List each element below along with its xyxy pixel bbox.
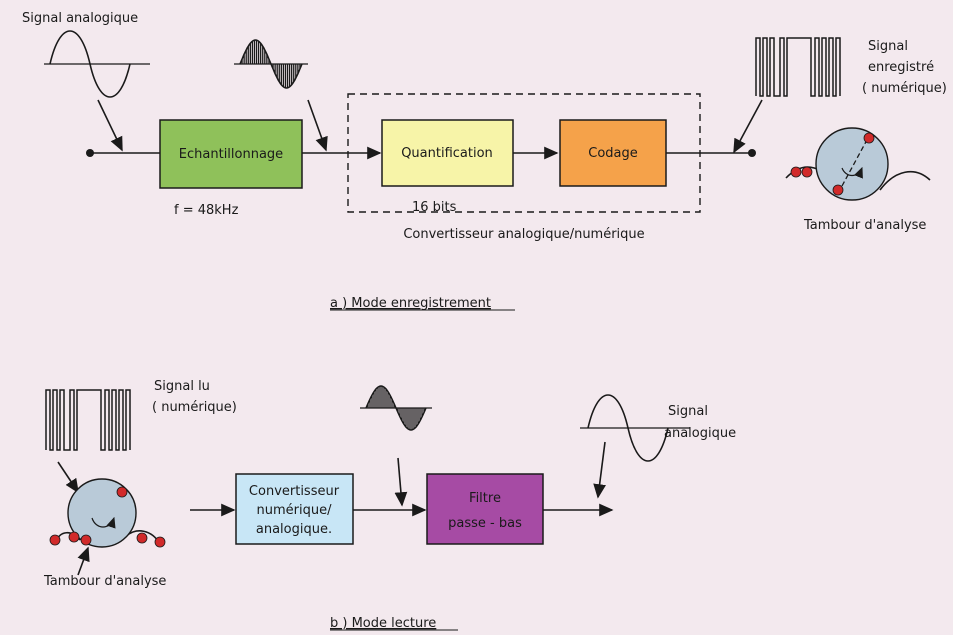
caption-b: b ) Mode lecture: [330, 616, 436, 631]
caption-a: a ) Mode enregistrement: [330, 296, 491, 311]
filtre-box: Filtre passe - bas: [426, 473, 544, 545]
drum-a: [785, 127, 931, 201]
codage-box: Codage: [559, 119, 667, 187]
echantillonnage-label: Echantillonnage: [179, 147, 283, 162]
converter-label: Convertisseur analogique/numérique: [403, 227, 644, 242]
output-label-line2: enregistré: [868, 60, 934, 75]
sampled-wave: [234, 39, 308, 89]
codage-label: Codage: [588, 146, 638, 161]
output-label-line1: Signal: [868, 39, 908, 54]
sampled-wave-b: [360, 385, 432, 431]
arrow-drum-b-label: [77, 546, 90, 576]
quantification-box: Quantification: [381, 119, 514, 187]
digital-pulses-output: [755, 37, 841, 97]
digital-pulses-input: [45, 389, 131, 451]
drum-b: [49, 478, 166, 548]
signal-lu-label: Signal lu: [154, 379, 210, 394]
drum-b-label: Tambour d'analyse: [43, 574, 166, 589]
convertisseur-line3: analogique.: [256, 522, 332, 537]
drum-a-label: Tambour d'analyse: [803, 218, 926, 233]
input-sine-wave: [44, 30, 150, 98]
signal-line-a: [86, 146, 756, 160]
frequency-label: f = 48kHz: [174, 203, 239, 218]
output-signal-label-1: Signal: [668, 404, 708, 419]
signal-analogique-label: Signal analogique: [22, 11, 138, 26]
convertisseur-line1: Convertisseur: [249, 484, 340, 499]
arrow-output-sine: [593, 441, 606, 499]
arrow-sampled-a: [307, 99, 328, 152]
quantification-label: Quantification: [401, 146, 493, 161]
convertisseur-line2: numérique/: [257, 503, 333, 518]
filtre-line1: Filtre: [469, 491, 501, 506]
arrow-output-a: [733, 99, 763, 154]
converter-frame: [347, 93, 701, 213]
output-sine-wave: [580, 394, 690, 462]
arrow-input-b: [57, 461, 79, 494]
output-signal-label-2: analogique: [664, 426, 736, 441]
arrow-input-a: [97, 99, 123, 152]
bits-label: 16 bits: [412, 200, 457, 215]
output-label-line3: ( numérique): [862, 81, 947, 96]
arrow-sampled-b: [394, 457, 408, 507]
filtre-line2: passe - bas: [448, 516, 522, 531]
convertisseur-na-box: Convertisseur numérique/ analogique.: [235, 473, 354, 545]
echantillonnage-box: Echantillonnage: [159, 119, 303, 189]
signal-lu-sublabel: ( numérique): [152, 400, 237, 415]
